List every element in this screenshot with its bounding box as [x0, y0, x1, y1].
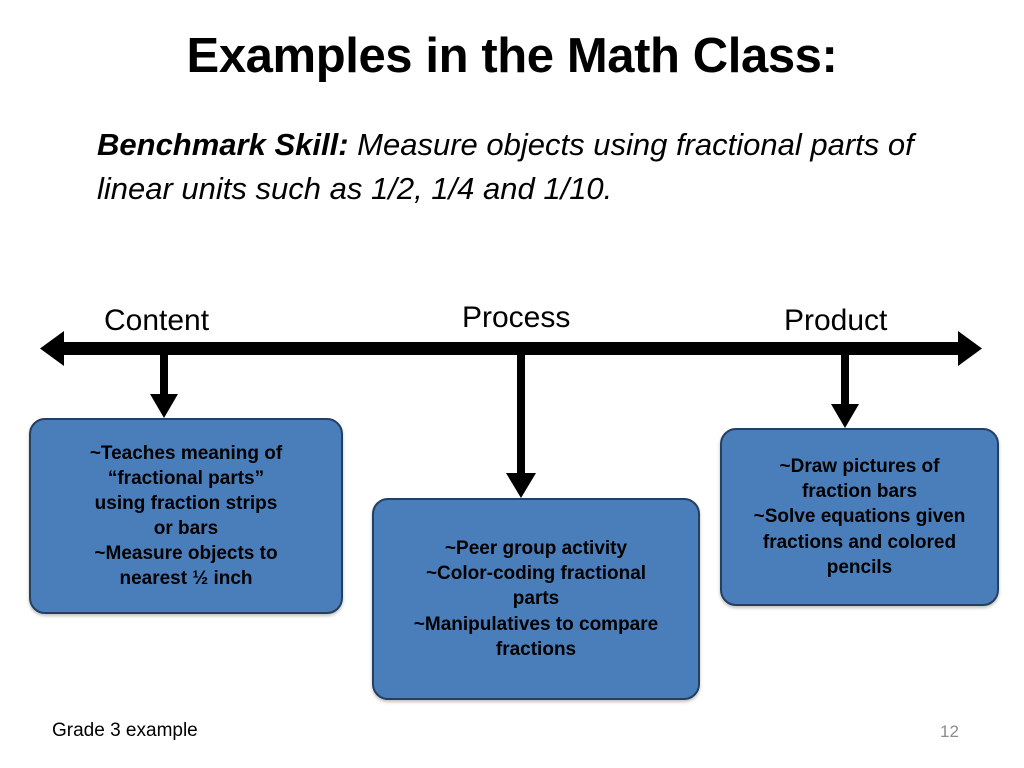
flow-box-process[interactable]: ~Peer group activity ~Color-coding fract…: [372, 498, 700, 700]
connector-arrow-content-icon: [150, 355, 178, 418]
page-title: Examples in the Math Class:: [186, 29, 838, 83]
axis-label-product: Product: [784, 304, 888, 337]
flow-box-line: “fractional parts”: [107, 467, 265, 489]
flow-box-content[interactable]: ~Teaches meaning of “fractional parts” u…: [29, 418, 343, 614]
footer-note: Grade 3 example: [52, 720, 198, 741]
page-number: 12: [940, 722, 959, 741]
flow-box-line: ~Manipulatives to compare: [413, 613, 659, 635]
flow-box-line: ~Solve equations given: [753, 506, 966, 528]
flow-box-line: ~Measure objects to: [94, 543, 278, 565]
axis-label-process: Process: [462, 301, 571, 334]
flow-box-line: pencils: [826, 556, 893, 578]
flow-box-line: fractions: [495, 638, 577, 660]
flow-box-line: ~Teaches meaning of: [89, 442, 283, 464]
flow-box-line: ~Color-coding fractional: [425, 563, 647, 585]
benchmark-skill-text: Benchmark Skill: Measure objects using f…: [97, 123, 977, 211]
flow-box-line: using fraction strips: [94, 492, 278, 514]
flow-box-line: or bars: [153, 518, 219, 539]
axis-label-content: Content: [104, 304, 210, 337]
flow-box-line: fractions and colored: [762, 531, 957, 553]
flow-box-line: fraction bars: [801, 481, 918, 503]
benchmark-skill-body: Measure objects using fractional parts o…: [97, 127, 914, 207]
flow-box-line: nearest ½ inch: [119, 568, 253, 590]
flow-box-line: ~Peer group activity: [444, 538, 628, 560]
connector-arrow-process-icon: [506, 355, 536, 498]
flow-box-line: ~Draw pictures of: [779, 456, 940, 478]
flow-box-product[interactable]: ~Draw pictures of fraction bars ~Solve e…: [720, 428, 999, 606]
flow-box-line: parts: [512, 588, 560, 610]
benchmark-skill-label: Benchmark Skill:: [97, 127, 349, 162]
connector-arrow-product-icon: [831, 355, 859, 428]
